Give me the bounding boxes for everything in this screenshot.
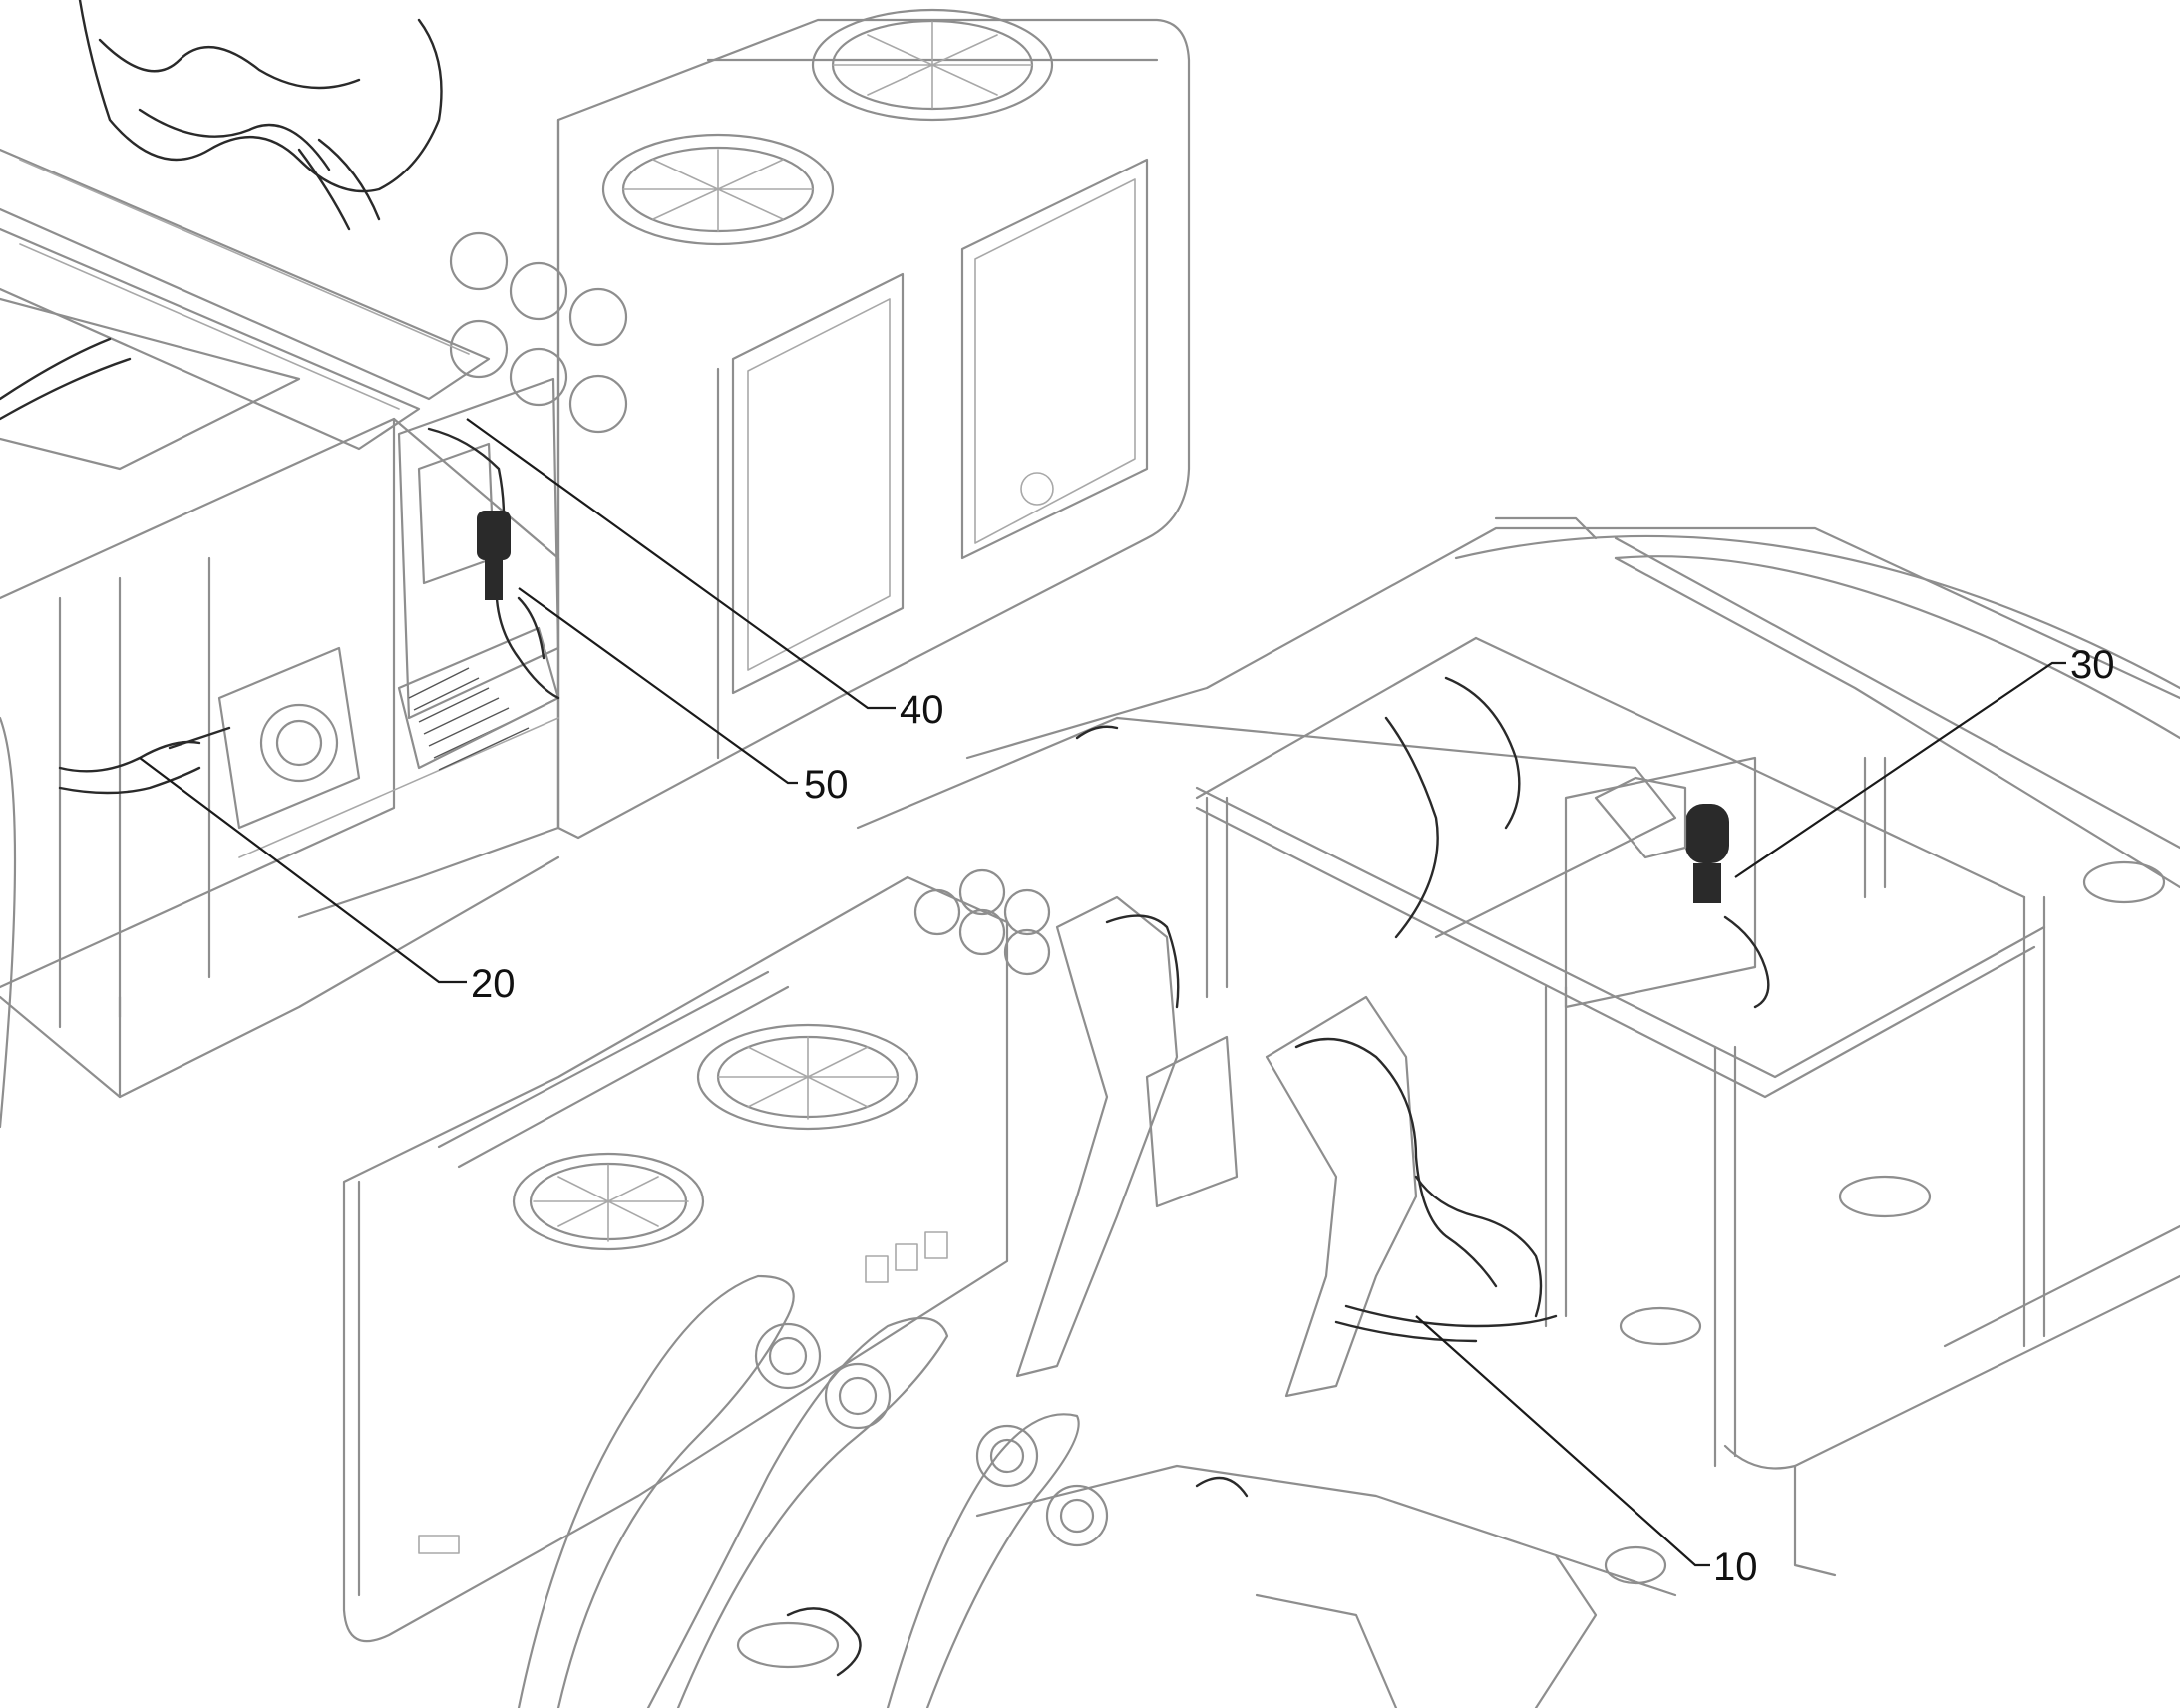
leader-line-50 (518, 587, 798, 785)
callout-30: 30 (2070, 643, 2115, 687)
leader-line-10 (1415, 1315, 1710, 1567)
leader-line-30 (1734, 661, 2066, 878)
lower-machine-assembly (342, 516, 2180, 1708)
callout-40: 40 (900, 688, 944, 732)
lower-harness (786, 676, 1770, 1677)
callout-20: 20 (471, 962, 516, 1006)
leader-line-40 (466, 418, 896, 710)
callout-50: 50 (804, 763, 849, 807)
callout-10: 10 (1713, 1545, 1758, 1589)
upper-harness (0, 0, 560, 795)
leader-line-20 (139, 757, 467, 984)
upper-machine-assembly (0, 8, 1191, 1129)
callout-labels: 10 20 30 40 50 (471, 643, 2115, 1589)
leader-lines (139, 418, 2066, 1567)
